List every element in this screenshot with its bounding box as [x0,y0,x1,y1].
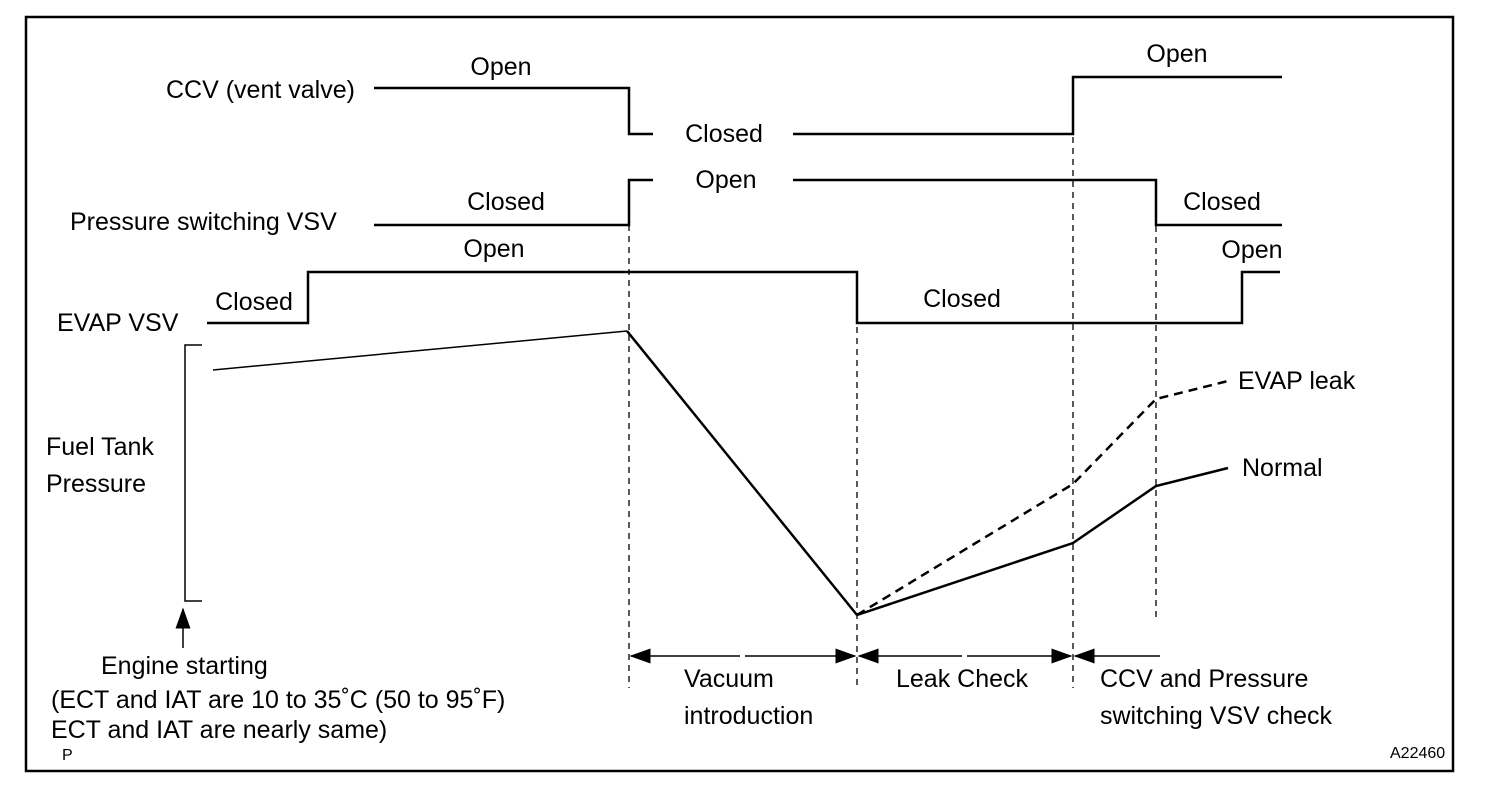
evap-vsv-state-closed-1: Closed [215,288,293,316]
evap-leak-label: EVAP leak [1238,367,1356,395]
pressure-vsv-signal-line [374,178,653,227]
pressure-vsv-label: Pressure switching VSV [70,208,337,236]
engine-start-condition-2: ECT and IAT are nearly same) [51,716,388,744]
pressure-trace-vacuum [626,330,858,616]
engine-start-label: Engine starting [101,652,268,680]
corner-mark: P [62,747,73,764]
phase-vacuum-line2: introduction [684,702,814,730]
ccv-signal-line-2 [793,75,1282,136]
ccv-label: CCV (vent valve) [166,76,355,104]
fuel-tank-pressure-label-line1: Fuel Tank [46,433,154,461]
pressure-vsv-signal-line-2 [793,178,1282,227]
evap-vsv-state-closed-2: Closed [923,285,1001,313]
fuel-tank-pressure-label-line2: Pressure [46,470,147,498]
pressure-vsv-state-open: Open [695,166,757,194]
evap-vsv-state-open-1: Open [463,235,525,263]
pressure-axis-bracket [184,344,202,602]
evap-vsv-signal-line [207,270,1280,325]
ccv-state-open-1: Open [470,53,532,81]
evap-vsv-label: EVAP VSV [57,309,179,337]
diagram-frame [24,15,1455,773]
figure-code: A22460 [1390,745,1446,762]
pressure-trace-common [212,330,628,371]
phase-ccv-check-line2: switching VSV check [1100,702,1333,730]
normal-label: Normal [1242,454,1323,482]
pressure-vsv-state-closed-2: Closed [1183,188,1261,216]
pressure-trace-normal [856,466,1229,617]
phase-vacuum-line1: Vacuum [684,665,774,693]
phase-dividers [628,137,1157,688]
engine-start-condition-1: (ECT and IAT are 10 to 35˚C (50 to 95˚F) [51,686,506,714]
ccv-state-open-2: Open [1146,40,1208,68]
phase-ccv-check-line1: CCV and Pressure [1100,665,1309,693]
pressure-trace-evap-leak [856,379,1229,617]
pressure-vsv-state-closed-1: Closed [467,188,545,216]
ccv-state-closed: Closed [685,120,763,148]
ccv-signal-line [374,86,653,136]
evap-vsv-state-open-2: Open [1221,236,1283,264]
phase-leak-check: Leak Check [896,665,1029,693]
